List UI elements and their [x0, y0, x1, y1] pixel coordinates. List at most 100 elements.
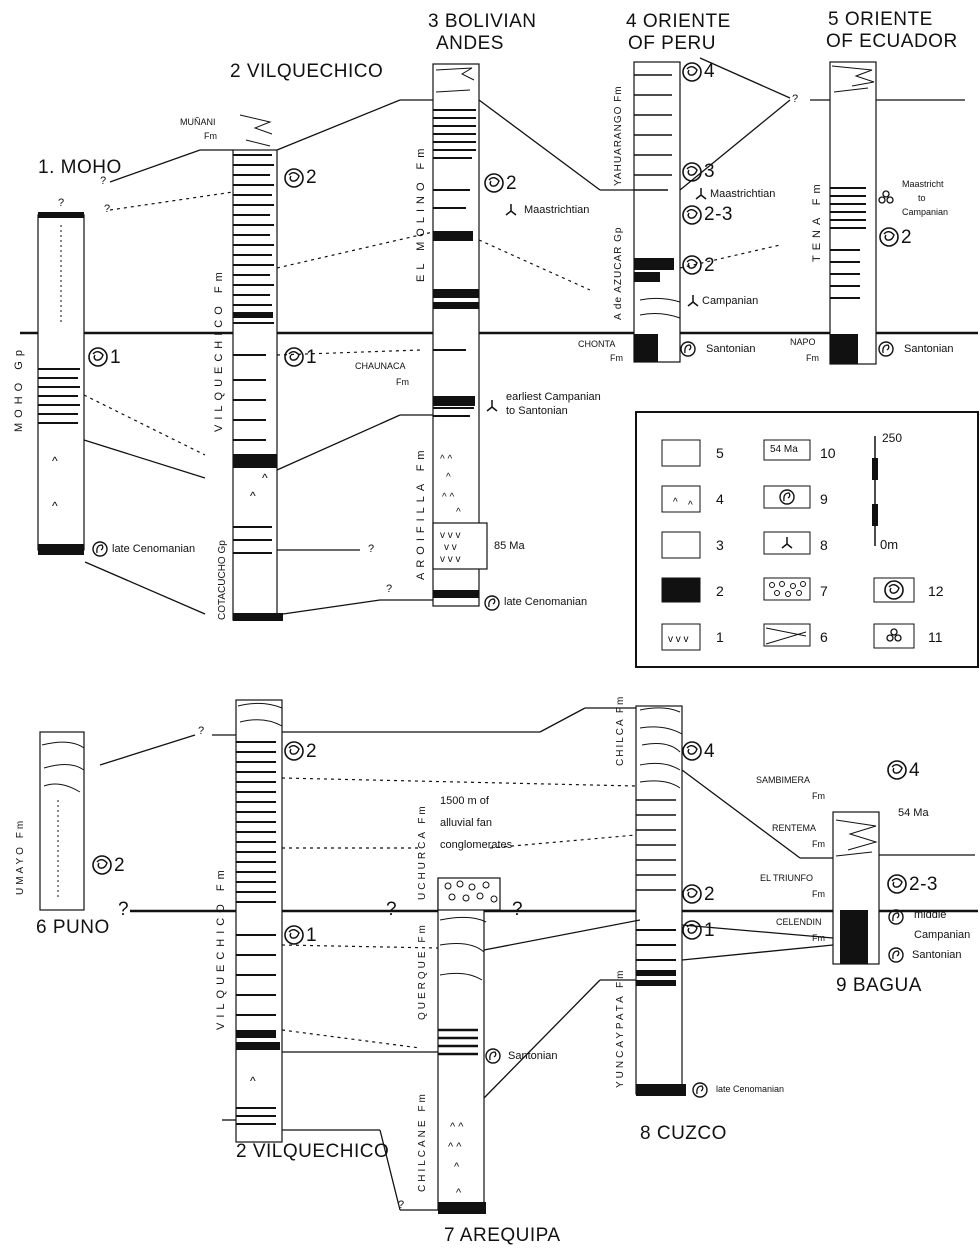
legend-age-box-text: 54 Ma: [770, 445, 798, 455]
svg-text:v v v: v v v: [668, 634, 689, 645]
label-munani-fm: Fm: [204, 132, 217, 141]
svg-text:^ ^: ^ ^: [440, 454, 452, 465]
svg-text:v v v: v v v: [440, 530, 461, 541]
vilquechico-top-column: ^ ^: [233, 115, 283, 621]
title-cuzco: 8 CUZCO: [640, 1124, 727, 1143]
vilquechico-bottom-column: ^: [236, 700, 282, 1142]
question-mark: ?: [198, 726, 204, 737]
note-santonian-arequipa: Santonian: [508, 1051, 558, 1062]
zone-vilquechico-bottom-1: 1: [306, 926, 317, 945]
label-tena-fm: TENA Fm: [812, 179, 823, 262]
label-moho-gp: MOHO Gp: [14, 345, 25, 432]
zone-vilquechico-bottom-2: 2: [306, 742, 317, 761]
svg-text:^: ^: [673, 497, 678, 508]
legend-scale-top: 250: [882, 432, 902, 444]
label-querque-fm: QUERQUE Fm: [418, 922, 428, 1020]
note-santonian-peru: Santonian: [706, 344, 756, 355]
svg-text:^: ^: [456, 1187, 462, 1199]
label-aroifilla-fm: AROIFILLA Fm: [416, 445, 427, 580]
label-chonta-fm: Fm: [610, 354, 623, 363]
label-napo-fm: Fm: [806, 354, 819, 363]
legend-num-11: 11: [928, 630, 943, 644]
label-el-molino-fm: EL MOLINO Fm: [416, 144, 427, 282]
oriente-peru-column: [634, 62, 680, 362]
svg-text:v v v: v v v: [440, 554, 461, 565]
label-cotacucho-gp: COTACUCHO Gp: [218, 540, 228, 620]
question-mark: ?: [386, 584, 392, 595]
zone-peru-3: 3: [704, 162, 715, 181]
zone-puno-2: 2: [114, 856, 125, 875]
zone-vilquechico-2: 2: [306, 168, 317, 187]
ostracod-symbol: [879, 191, 893, 203]
question-mark: ?: [368, 544, 374, 555]
label-vilquechico-fm-top: VILQUECHICO Fm: [214, 267, 225, 432]
label-el-triunfo: EL TRIUNFO: [760, 874, 813, 883]
puno-column: [40, 732, 84, 910]
zone-ecuador-2: 2: [901, 228, 912, 247]
question-mark: ?: [512, 900, 523, 919]
arequipa-column: ^ ^ ^ ^ ^ ^: [438, 878, 500, 1214]
title-puno: 6 PUNO: [36, 918, 110, 937]
title-bolivian-andes-line1: 3 BOLIVIAN: [428, 12, 537, 31]
note-cuzco-late-cenomanian: late Cenomanian: [716, 1085, 784, 1094]
label-celendin: CELENDIN: [776, 918, 822, 927]
legend-num-5: 5: [716, 446, 724, 460]
label-vilquechico-fm-bottom: VILQUECHICO Fm: [216, 865, 227, 1030]
label-chaunaca: CHAUNACA: [355, 362, 406, 371]
note-85-ma: 85 Ma: [494, 541, 525, 552]
note-alluvial-fan: alluvial fan: [440, 818, 492, 829]
title-arequipa: 7 AREQUIPA: [444, 1226, 561, 1245]
note-moho-late-cenomanian: late Cenomanian: [112, 544, 195, 555]
zone-bagua-2-3: 2-3: [909, 875, 938, 894]
label-munani: MUÑANI: [180, 118, 216, 127]
legend-num-12: 12: [928, 584, 944, 598]
note-1500m: 1500 m of: [440, 796, 489, 807]
zone-cuzco-4: 4: [704, 742, 715, 761]
oriente-ecuador-column: [830, 62, 876, 364]
note-campanian-bagua: Campanian: [914, 930, 970, 941]
svg-text:^: ^: [688, 500, 693, 511]
label-chaunaca-fm: Fm: [396, 378, 409, 387]
title-moho: 1. MOHO: [38, 158, 122, 177]
svg-text:v v: v v: [444, 542, 457, 553]
svg-text:^: ^: [454, 1161, 460, 1173]
legend: ^ ^ v v v: [636, 412, 978, 667]
note-maastricht-ecuador: Maastricht: [902, 180, 944, 189]
legend-num-1: 1: [716, 630, 724, 644]
zone-vilquechico-1: 1: [306, 348, 317, 367]
zone-bagua-4: 4: [909, 761, 920, 780]
label-napo: NAPO: [790, 338, 816, 347]
title-bolivian-andes-line2: ANDES: [436, 34, 504, 53]
question-mark: ?: [386, 900, 397, 919]
title-vilquechico-bottom: 2 VILQUECHICO: [236, 1142, 389, 1161]
label-chilca-fm: CHILCA Fm: [616, 695, 626, 766]
label-yuncaypata-fm: YUNCAYPATA Fm: [616, 968, 626, 1089]
cuzco-column: [636, 706, 686, 1096]
note-earliest-campanian: earliest Campanian: [506, 392, 601, 403]
zone-moho-1: 1: [110, 348, 121, 367]
title-oriente-ecuador-line1: 5 ORIENTE: [828, 10, 933, 29]
label-rentema: RENTEMA: [772, 824, 816, 833]
svg-text:^: ^: [250, 1074, 256, 1088]
bagua-column: [833, 812, 879, 964]
title-oriente-ecuador-line2: OF ECUADOR: [826, 32, 958, 51]
legend-num-4: 4: [716, 492, 724, 506]
question-mark: ?: [104, 204, 110, 215]
label-chonta: CHONTA: [578, 340, 615, 349]
title-bagua: 9 BAGUA: [836, 976, 922, 995]
label-umayo-fm: UMAYO Fm: [16, 818, 26, 895]
svg-text:^ ^: ^ ^: [450, 1121, 464, 1133]
svg-text:^ ^: ^ ^: [448, 1141, 462, 1153]
label-uchurca-fm: UCHURCA Fm: [418, 803, 428, 900]
note-maastrichtian-peru: Maastrichtian: [710, 189, 775, 200]
legend-num-9: 9: [820, 492, 828, 506]
zone-cuzco-2: 2: [704, 885, 715, 904]
label-el-triunfo-fm: Fm: [812, 890, 825, 899]
question-mark: ?: [792, 94, 798, 105]
legend-num-2: 2: [716, 584, 724, 598]
svg-text:^ ^: ^ ^: [442, 492, 454, 503]
note-santonian-ecuador: Santonian: [904, 344, 954, 355]
legend-num-10: 10: [820, 446, 836, 460]
zone-cuzco-1: 1: [704, 921, 715, 940]
